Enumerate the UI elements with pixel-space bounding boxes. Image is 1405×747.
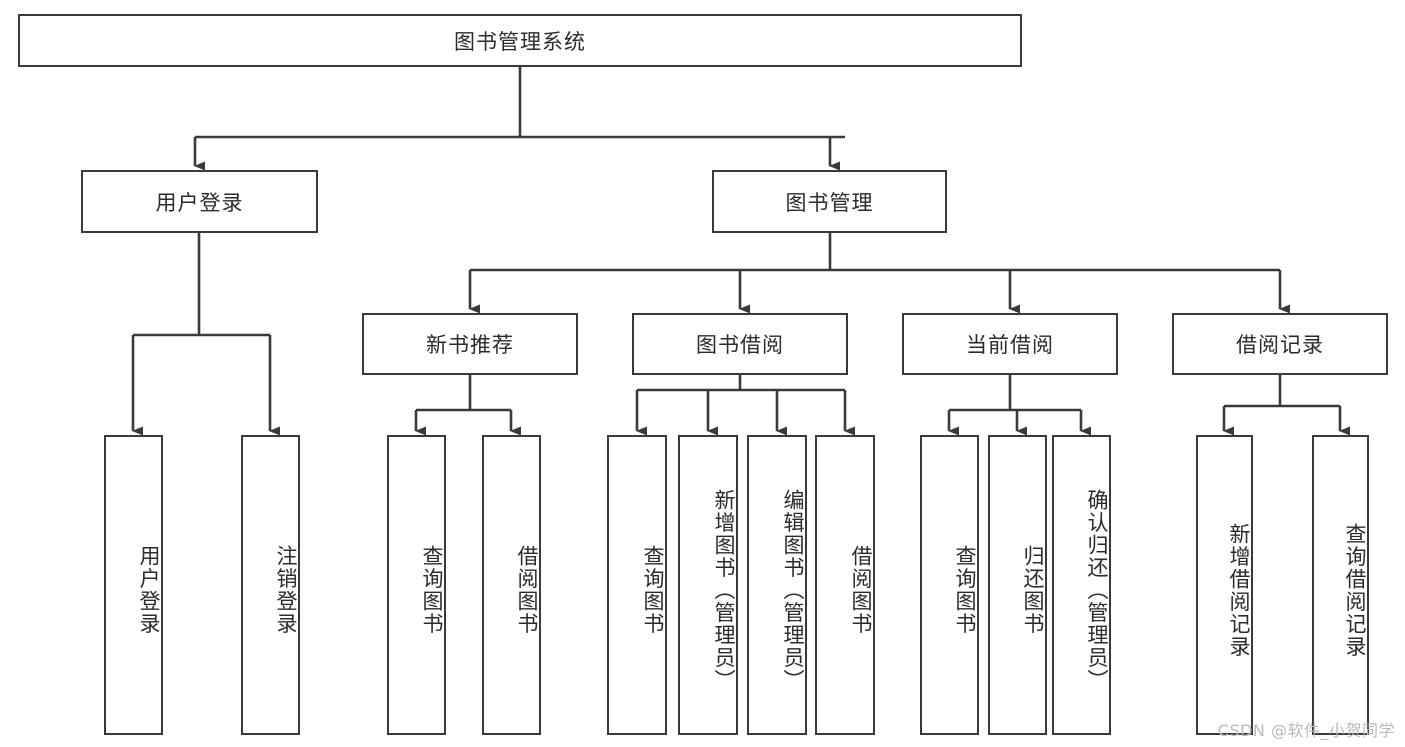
node-leaf-query-book-3-label: 查询图书 <box>953 545 977 635</box>
node-current-borrow[interactable]: 当前借阅 <box>902 313 1118 375</box>
node-book-manage[interactable]: 图书管理 <box>712 170 947 233</box>
node-leaf-query-book-3[interactable]: 查询图书 <box>920 435 979 735</box>
node-leaf-query-book-2[interactable]: 查询图书 <box>607 435 667 735</box>
node-new-book-recommend[interactable]: 新书推荐 <box>362 313 578 375</box>
node-user-login[interactable]: 用户登录 <box>81 170 318 233</box>
node-leaf-logout-label: 注销登录 <box>274 545 298 635</box>
node-leaf-query-record[interactable]: 查询借阅记录 <box>1312 435 1369 735</box>
node-leaf-edit-book-label: 编辑图书（管理员） <box>781 488 805 692</box>
node-leaf-query-record-label: 查询借阅记录 <box>1343 522 1367 658</box>
node-leaf-logout[interactable]: 注销登录 <box>241 435 300 735</box>
node-leaf-query-book-1-label: 查询图书 <box>420 545 444 635</box>
node-leaf-return-book-label: 归还图书 <box>1021 545 1045 635</box>
node-leaf-borrow-book-1-label: 借阅图书 <box>515 545 539 635</box>
node-leaf-add-book-label: 新增图书（管理员） <box>712 488 736 692</box>
node-leaf-query-book-2-label: 查询图书 <box>641 545 665 635</box>
node-leaf-return-book[interactable]: 归还图书 <box>988 435 1047 735</box>
node-leaf-edit-book[interactable]: 编辑图书（管理员） <box>747 435 807 735</box>
node-new-book-recommend-label: 新书推荐 <box>426 333 514 357</box>
csdn-watermark: CSDN @软件_小贺同学 <box>1217 721 1395 740</box>
node-user-login-label: 用户登录 <box>155 190 244 215</box>
node-leaf-add-book[interactable]: 新增图书（管理员） <box>678 435 738 735</box>
node-leaf-add-record[interactable]: 新增借阅记录 <box>1196 435 1253 735</box>
node-book-manage-label: 图书管理 <box>785 190 874 215</box>
node-root[interactable]: 图书管理系统 <box>18 14 1022 67</box>
node-root-label: 图书管理系统 <box>454 29 586 54</box>
node-leaf-add-record-label: 新增借阅记录 <box>1227 522 1251 658</box>
node-borrow-record-label: 借阅记录 <box>1236 333 1324 357</box>
node-borrow-record[interactable]: 借阅记录 <box>1172 313 1388 375</box>
node-leaf-borrow-book-1[interactable]: 借阅图书 <box>482 435 541 735</box>
node-leaf-user-login-label: 用户登录 <box>137 545 161 635</box>
node-leaf-borrow-book-2-label: 借阅图书 <box>849 545 873 635</box>
node-leaf-confirm-return-label: 确认归还（管理员） <box>1085 488 1109 692</box>
node-leaf-confirm-return[interactable]: 确认归还（管理员） <box>1052 435 1111 735</box>
node-current-borrow-label: 当前借阅 <box>966 333 1054 357</box>
node-leaf-query-book-1[interactable]: 查询图书 <box>387 435 446 735</box>
node-book-borrow-label: 图书借阅 <box>696 333 784 357</box>
node-book-borrow[interactable]: 图书借阅 <box>632 313 848 375</box>
node-leaf-borrow-book-2[interactable]: 借阅图书 <box>815 435 875 735</box>
node-leaf-user-login[interactable]: 用户登录 <box>104 435 163 735</box>
